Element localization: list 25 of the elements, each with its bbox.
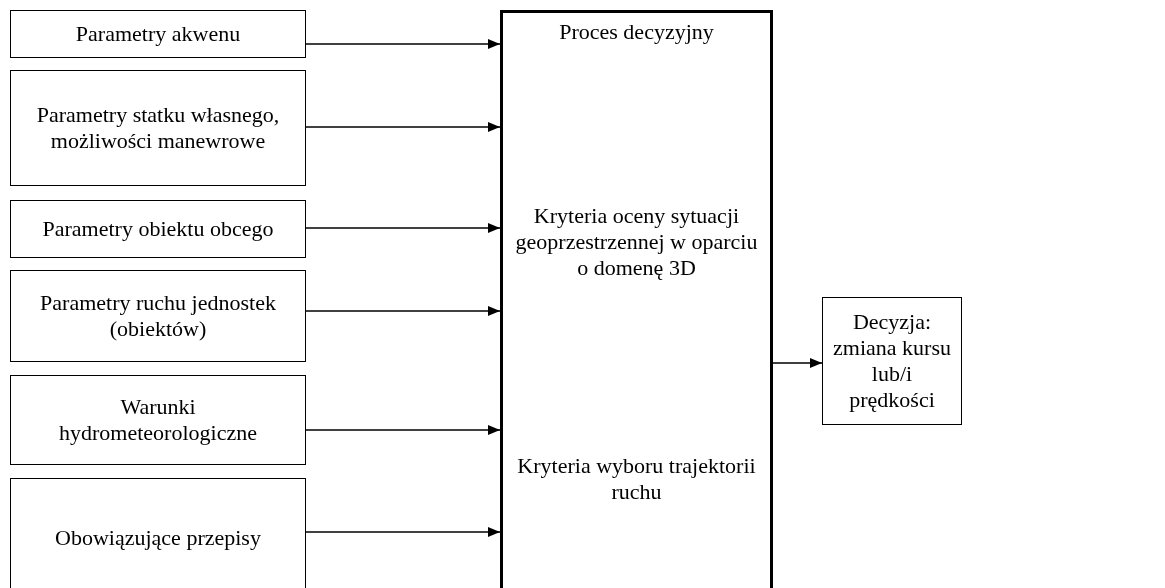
box-heading: Proces decyzyjny <box>558 19 715 45</box>
arrow <box>305 306 501 316</box>
input-box <box>822 297 962 425</box>
input-box <box>10 478 306 588</box>
arrow <box>305 39 501 49</box>
arrow <box>305 122 501 132</box>
box-label: Parametry statku własnego, możliwości manewrowe <box>35 102 281 154</box>
box-label: Decyzja: zmiana kursu lub/i prędkości <box>832 309 952 413</box>
box-label: Parametry akwenu <box>75 21 241 47</box>
arrow <box>305 527 501 537</box>
criteria-text: Kryteria oceny sytuacji geoprzestrzennej w oparciu o domenę 3D <box>514 203 759 281</box>
box-label: Warunki hydrometeorologiczne <box>58 394 258 446</box>
input-box <box>10 10 306 58</box>
box-label: Parametry obiektu obcego <box>42 216 274 242</box>
arrow <box>305 425 501 435</box>
arrow <box>305 223 501 233</box>
box-label: Parametry ruchu jednostek (obiektów) <box>39 290 277 342</box>
box-label: Obowiązujące przepisy <box>55 525 261 551</box>
input-box <box>10 375 306 465</box>
arrow <box>772 358 823 368</box>
process-box <box>500 10 773 588</box>
input-box <box>10 70 306 186</box>
input-box <box>10 270 306 362</box>
input-box <box>10 200 306 258</box>
criteria-text: Kryteria wyboru trajektorii ruchu <box>516 453 757 505</box>
